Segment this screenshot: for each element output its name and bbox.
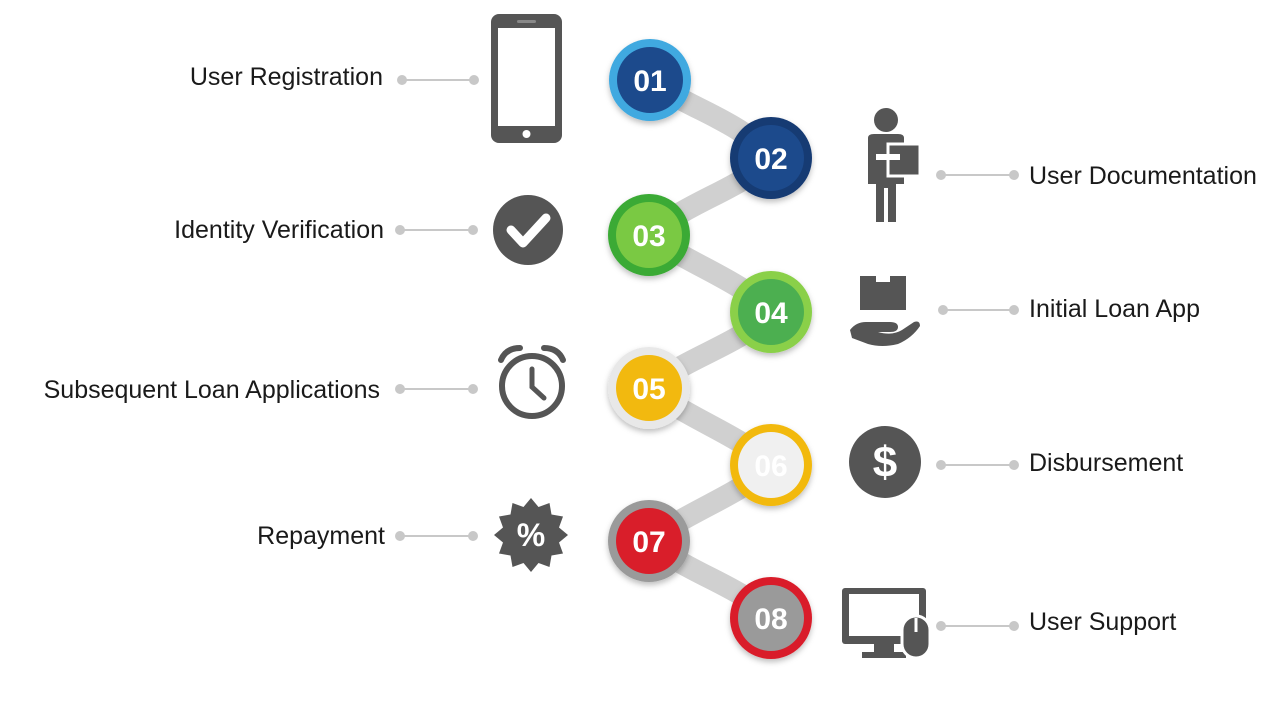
step-node-04: 04	[730, 271, 812, 353]
step-label-01: User Registration	[189, 63, 383, 91]
step-node-fill	[617, 47, 683, 113]
person-with-document-icon	[868, 108, 922, 222]
connector-dot	[936, 170, 946, 180]
step-number: 04	[754, 297, 788, 330]
step-number: 01	[633, 65, 666, 98]
step-node-06: 06	[730, 424, 812, 506]
step-node-fill	[616, 202, 682, 268]
step-number: 07	[632, 526, 665, 559]
connector-dot	[1009, 460, 1019, 470]
connector-dot	[468, 384, 478, 394]
svg-text:%: %	[517, 517, 545, 553]
step-number: 08	[754, 603, 787, 636]
dollar-coin-icon: $	[849, 426, 921, 498]
step-node-fill	[616, 508, 682, 574]
step-connector-01	[397, 75, 479, 85]
step-node-07: 07	[608, 500, 690, 582]
percent-badge-icon: %	[494, 498, 568, 572]
checkmark-circle-icon	[493, 195, 563, 265]
alarm-clock-icon	[498, 345, 566, 419]
step-label-03: Identity Verification	[174, 216, 384, 244]
step-label-08: User Support	[1029, 608, 1177, 636]
step-number: 02	[754, 143, 787, 176]
connector-dot	[469, 75, 479, 85]
step-node-08: 08	[730, 577, 812, 659]
step-node-fill	[738, 279, 804, 345]
step-node-02: 02	[730, 117, 812, 199]
step-node-05: 05	[608, 347, 690, 429]
connector-dot	[468, 225, 478, 235]
step-connector-06	[936, 460, 1019, 470]
step-connector-05	[395, 384, 478, 394]
computer-mouse-icon	[842, 588, 932, 660]
step-node-fill	[738, 125, 804, 191]
connector-dot	[1009, 305, 1019, 315]
step-number: 06	[754, 450, 787, 483]
step-connector-07	[395, 531, 478, 541]
step-number: 03	[632, 220, 665, 253]
step-node-fill	[738, 585, 804, 651]
step-node-01: 01	[609, 39, 691, 121]
connector-dot	[1009, 621, 1019, 631]
connector-dot	[395, 531, 405, 541]
step-node-fill	[616, 355, 682, 421]
smartphone-icon	[491, 14, 562, 143]
step-connector-08	[936, 621, 1019, 631]
connector-dot	[468, 531, 478, 541]
hand-holding-box-icon	[850, 276, 920, 346]
connector-dot	[1009, 170, 1019, 180]
step-label-02: User Documentation	[1029, 162, 1257, 190]
connector-dot	[395, 384, 405, 394]
connector-dot	[936, 460, 946, 470]
step-label-04: Initial Loan App	[1029, 295, 1200, 323]
step-label-06: Disbursement	[1029, 449, 1184, 477]
connector-dot	[395, 225, 405, 235]
step-label-07: Repayment	[257, 522, 385, 550]
step-connector-03	[395, 225, 478, 235]
connector-dot	[936, 621, 946, 631]
step-connector-04	[938, 305, 1019, 315]
step-node-fill	[738, 432, 804, 498]
step-connector-02	[936, 170, 1019, 180]
step-label-05: Subsequent Loan Applications	[43, 376, 380, 404]
connector-dot	[938, 305, 948, 315]
svg-text:$: $	[873, 438, 897, 487]
connector-dot	[397, 75, 407, 85]
step-node-03: 03	[608, 194, 690, 276]
step-number: 05	[632, 373, 665, 406]
